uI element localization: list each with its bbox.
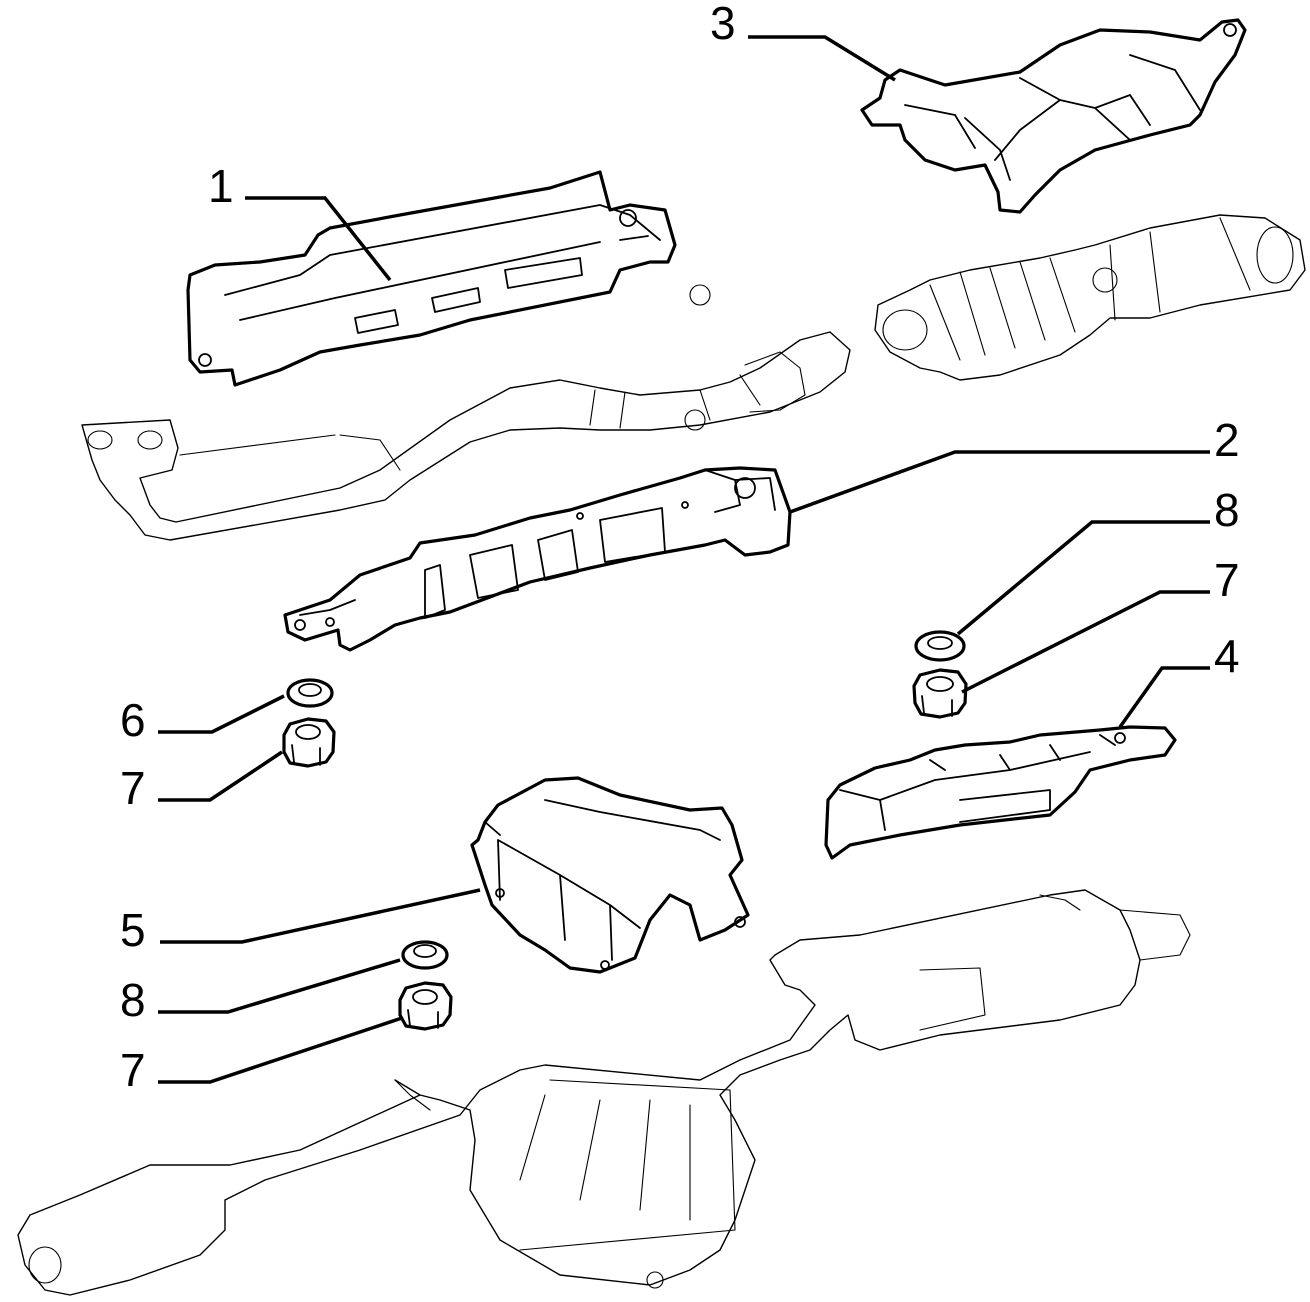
leader-line-7-left: [158, 750, 283, 802]
washer-part-6: [286, 678, 334, 708]
leader-line-7-bottom: [158, 1016, 403, 1084]
callout-3: 3: [710, 0, 736, 49]
leader-lines: [158, 35, 1210, 1084]
washer-part-8-bottom: [401, 940, 449, 970]
leader-line-3: [748, 35, 896, 82]
callout-2: 2: [1214, 414, 1240, 466]
callout-7-bottom: 7: [120, 1044, 146, 1096]
leader-line-8-bottom: [158, 958, 401, 1014]
washer-part-8-right: [914, 630, 966, 662]
callout-6: 6: [120, 694, 146, 746]
heat-shield-part-1: [186, 170, 677, 387]
heat-shield-part-2: [283, 466, 792, 652]
front-exhaust-pipe: [81, 284, 851, 541]
nut-part-7-left: [282, 717, 336, 768]
callout-7-right: 7: [1214, 554, 1240, 606]
leader-line-8-right: [956, 520, 1210, 636]
callout-1: 1: [208, 160, 234, 212]
callout-5: 5: [120, 904, 146, 956]
callout-7-left: 7: [120, 762, 146, 814]
catalytic-converter: [874, 214, 1306, 381]
heat-shield-part-5: [470, 776, 750, 974]
heat-shield-part-4: [824, 725, 1177, 860]
callout-8-bottom: 8: [120, 974, 146, 1026]
leader-line-5: [160, 888, 481, 944]
leader-line-7-right: [961, 590, 1210, 694]
leader-line-1: [245, 196, 392, 282]
heat-shield-part-3: [860, 18, 1247, 214]
leader-line-2: [789, 450, 1210, 514]
callout-4: 4: [1214, 630, 1240, 682]
nut-part-7-bottom: [398, 981, 453, 1031]
nut-part-7-right: [912, 668, 968, 719]
callout-8-right: 8: [1214, 484, 1240, 536]
rear-exhaust-system: [17, 889, 1191, 1296]
leader-line-4: [1118, 666, 1210, 729]
leader-line-6: [158, 694, 285, 734]
